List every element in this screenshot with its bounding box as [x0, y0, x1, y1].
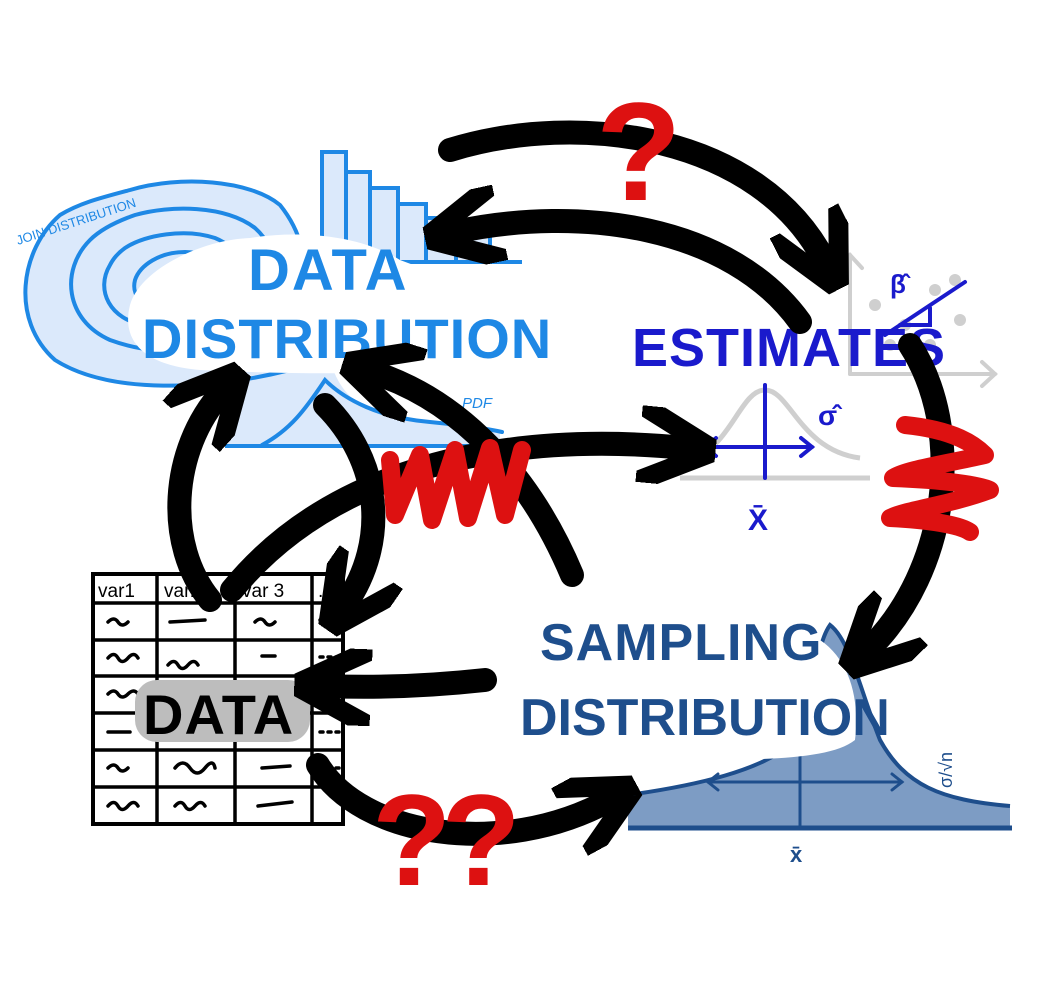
arrow-data-to-sampling [306, 753, 610, 834]
sampling-distribution-title-line1: SAMPLING [540, 614, 822, 672]
arrow-datadist-to-estimates [438, 120, 825, 262]
arrow-sampling-to-data [325, 680, 497, 687]
arrow-data-to-datadist [179, 392, 222, 612]
arrow-estimates-to-datadist [455, 221, 812, 334]
sampling-center-cross [705, 753, 905, 830]
estimates-group: β̂ σ̂ X̄ ESTIMATES [632, 252, 998, 537]
sampling-distribution-curve [627, 622, 1011, 808]
arrow-datadist-to-data [313, 393, 373, 605]
data-distribution-title-line2: DISTRIBUTION [142, 307, 552, 370]
red-zigzag-right [881, 416, 999, 541]
x-bar-sampling-label: x̄ [790, 842, 803, 867]
question-mark-top: ? [596, 73, 682, 230]
data-label-shadow [135, 680, 310, 742]
sigma-hat-label: σ̂ [818, 400, 843, 431]
data-table-group: var1 var2 var 3 ... DATA [91, 572, 345, 826]
table-header-more: ... [318, 581, 334, 602]
double-question-mark-bottom: ?? [372, 767, 513, 913]
red-zigzag-center [381, 439, 531, 529]
estimates-title: ESTIMATES [632, 318, 946, 378]
data-distribution-label-backdrop [128, 234, 513, 374]
data-distribution-group: PDF JOIN DISTRIBUTION DATA DISTRIBUTION [14, 150, 552, 448]
table-header-var1: var1 [98, 581, 135, 602]
data-distribution-title-line1: DATA [248, 238, 408, 303]
data-title: DATA [143, 683, 294, 746]
beta-hat-label: β̂ [890, 269, 911, 299]
sigma-over-root-n-label: σ/√n [936, 752, 956, 788]
estimates-center-cross [701, 383, 816, 480]
sampling-distribution-title-line2: DISTRIBUTION [520, 689, 890, 747]
red-marks: ? ?? [372, 73, 999, 913]
sampling-label-backdrop [509, 598, 857, 760]
beta-slope-mark [883, 280, 967, 337]
sampling-distribution-group: x̄ σ/√n SAMPLING DISTRIBUTION [509, 598, 1012, 867]
pdf-label: PDF [462, 395, 493, 412]
table-header-var3: var 3 [242, 581, 284, 602]
x-bar-estimates-label: X̄ [748, 504, 768, 537]
